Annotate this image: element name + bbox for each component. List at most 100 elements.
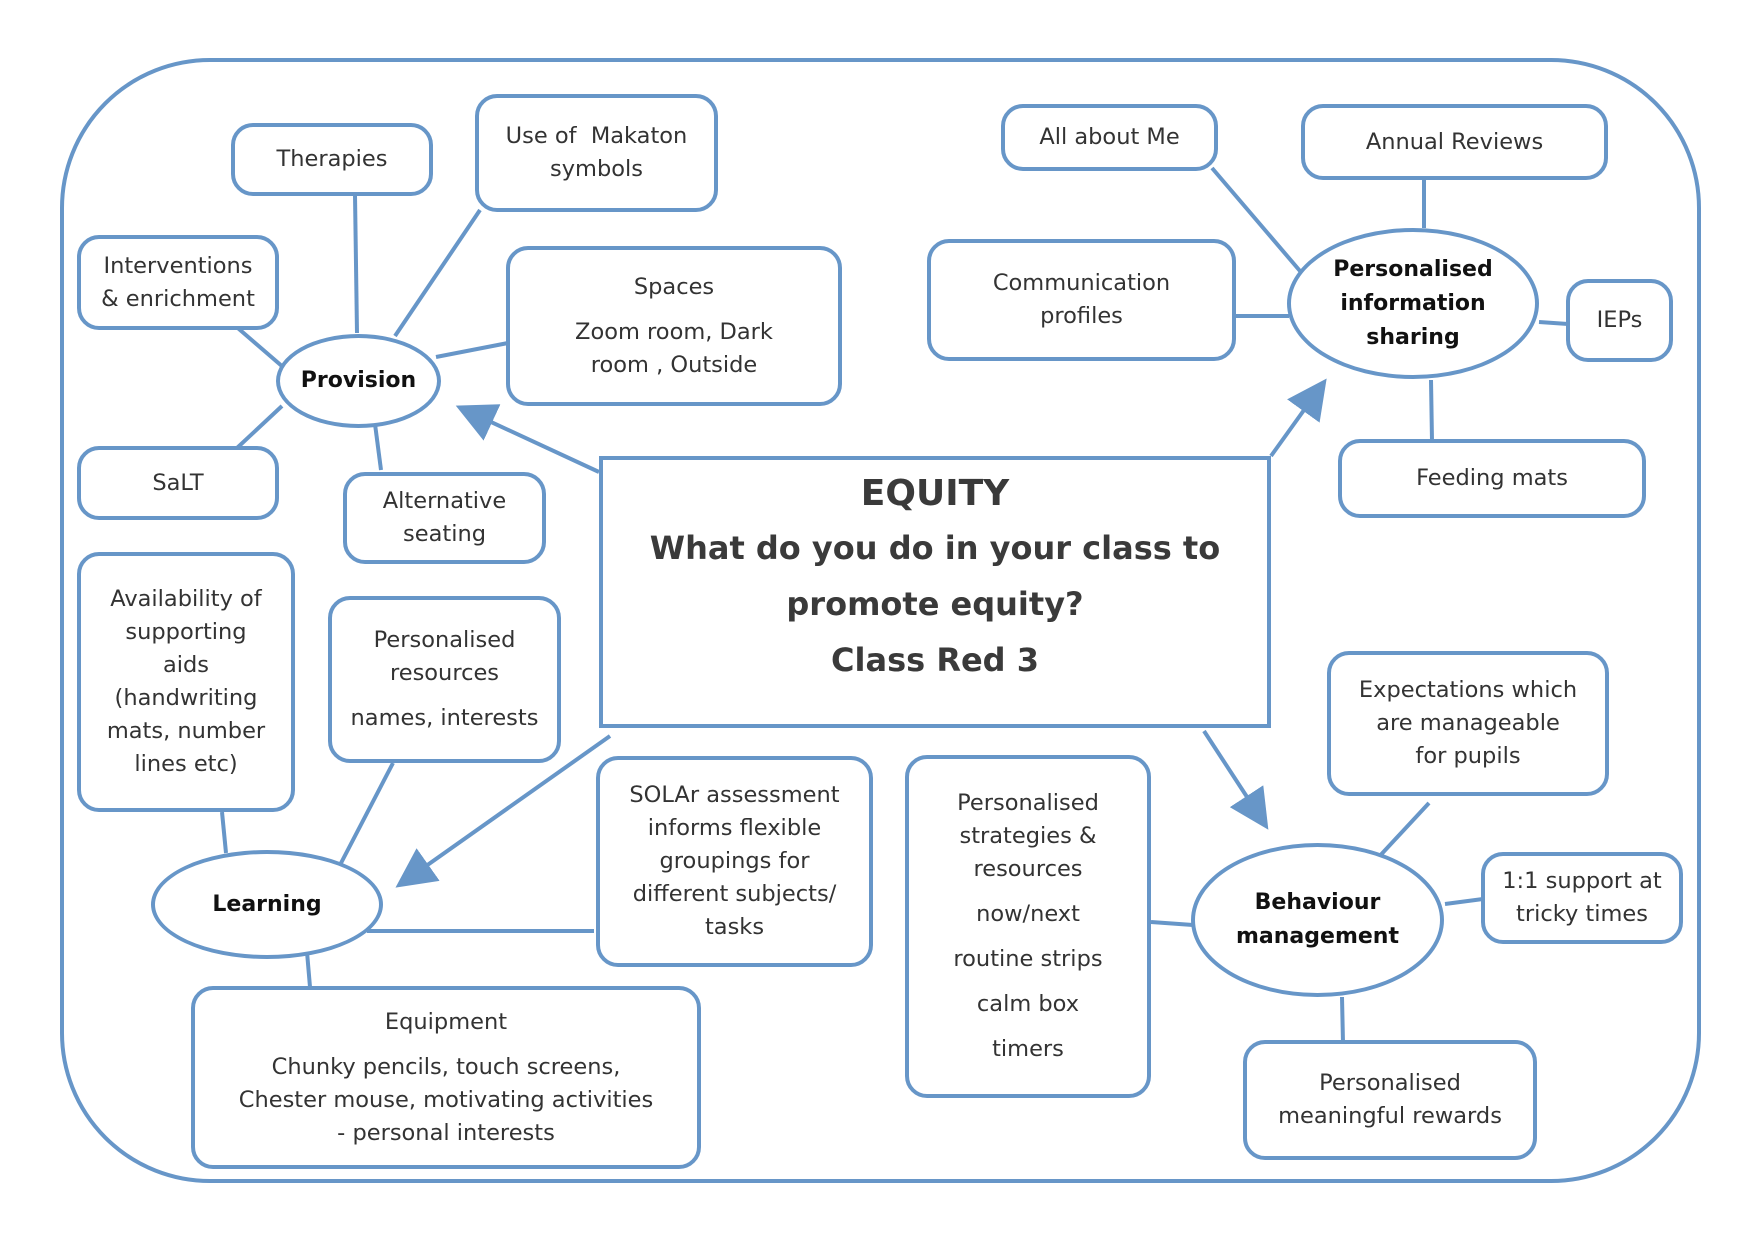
communication-line1: Communication (992, 270, 1171, 296)
strategies-line1: Personalised (957, 790, 1099, 816)
link-aids (220, 811, 228, 854)
arrow-to-behaviour (1202, 729, 1269, 830)
resources-detail: names, interests (350, 705, 539, 731)
seating-line1: Alternative (382, 488, 507, 514)
box-ieps: IEPs (1566, 279, 1673, 362)
rewards-line2: meaningful rewards (1278, 1103, 1502, 1129)
strategies-line3: resources (973, 856, 1083, 882)
communication-line2: profiles (1040, 303, 1123, 329)
hub-provision-label: Provision (300, 368, 417, 393)
link-feeding (1429, 379, 1434, 442)
solar-line5: tasks (704, 914, 765, 940)
interventions-line1: Interventions (103, 252, 253, 279)
box-expectations: Expectations which are manageable for pu… (1327, 651, 1609, 796)
aids-line6: lines etc) (134, 751, 238, 777)
arrow-to-learning (395, 734, 612, 888)
rewards-line1: Personalised (1319, 1070, 1461, 1096)
strategy-calm-box: calm box (976, 991, 1080, 1017)
box-therapies: Therapies (231, 123, 433, 196)
spaces-title: Spaces (633, 273, 715, 300)
hub-info-sharing: Personalised information sharing (1287, 228, 1539, 379)
box-all-about-me: All about Me (1001, 104, 1218, 171)
link-therapies (353, 194, 359, 334)
aids-line4: (handwriting (114, 685, 258, 711)
link-ieps (1538, 320, 1569, 326)
box-one-to-one-support: 1:1 support at tricky times (1481, 852, 1683, 944)
strategy-routine-strips: routine strips (953, 946, 1103, 972)
hub-behaviour-line2: management (1236, 924, 1399, 949)
resources-line2: resources (389, 660, 500, 686)
link-support (1444, 897, 1484, 906)
hub-behaviour: Behaviour management (1191, 843, 1444, 997)
interventions-line2: & enrichment (101, 285, 255, 312)
spaces-line2: room , Outside (590, 351, 758, 378)
aids-line3: aids (162, 652, 210, 678)
aids-line2: supporting (125, 619, 247, 645)
box-personalised-strategies: Personalised strategies & resources now/… (905, 755, 1151, 1098)
resources-line1: Personalised (373, 627, 516, 653)
aids-line1: Availability of (110, 586, 262, 612)
link-interventions (230, 321, 285, 369)
hub-info-line2: information (1340, 290, 1486, 316)
feeding-label: Feeding mats (1416, 465, 1568, 491)
hub-behaviour-line1: Behaviour (1254, 890, 1381, 915)
outer-frame (60, 58, 1701, 1183)
box-personalised-resources: Personalised resources names, interests (328, 596, 561, 763)
link-strategies (1150, 920, 1194, 927)
hub-learning-label: Learning (212, 891, 322, 917)
therapies-label: Therapies (276, 146, 388, 172)
hub-learning: Learning (151, 850, 383, 959)
box-communication-profiles: Communication profiles (927, 239, 1236, 361)
link-expectations (1374, 801, 1431, 862)
aids-line5: mats, number (106, 718, 266, 744)
box-supporting-aids: Availability of supporting aids (handwri… (77, 552, 295, 812)
central-question-box: EQUITY What do you do in your class to p… (599, 456, 1271, 728)
spaces-line1: Zoom room, Dark (575, 318, 773, 345)
link-spaces (435, 341, 509, 359)
makaton-line1: Use of Makaton (505, 123, 688, 149)
expectations-line1: Expectations which (1358, 677, 1578, 703)
annual-reviews-label: Annual Reviews (1365, 128, 1544, 155)
box-interventions: Interventions & enrichment (77, 235, 279, 330)
makaton-line2: symbols (550, 156, 643, 182)
box-annual-reviews: Annual Reviews (1301, 104, 1608, 180)
box-solar-assessment: SOLAr assessment informs flexible groupi… (596, 756, 873, 967)
solar-line4: different subjects/ (632, 881, 837, 907)
box-rewards: Personalised meaningful rewards (1243, 1040, 1537, 1160)
link-all-about-me (1210, 166, 1302, 273)
strategy-timers: timers (992, 1036, 1064, 1062)
box-feeding-mats: Feeding mats (1338, 439, 1646, 518)
hub-info-line3: sharing (1366, 324, 1460, 350)
hub-provision: Provision (276, 334, 441, 428)
box-seating: Alternative seating (343, 472, 546, 564)
strategy-now-next: now/next (976, 901, 1080, 927)
box-equipment: Equipment Chunky pencils, touch screens,… (191, 986, 701, 1169)
equipment-title: Equipment (384, 1008, 508, 1035)
solar-line3: groupings for (659, 848, 810, 874)
link-makaton (393, 208, 482, 338)
equipment-line1: Chunky pencils, touch screens, (271, 1053, 621, 1080)
seating-line2: seating (403, 521, 486, 547)
center-class-name: Class Red 3 (831, 641, 1039, 679)
ieps-label: IEPs (1596, 307, 1643, 333)
all-about-me-label: All about Me (1039, 124, 1180, 150)
hub-info-line1: Personalised (1333, 256, 1493, 282)
salt-label: SaLT (152, 469, 204, 496)
link-resources (338, 762, 395, 866)
equipment-line2: Chester mouse, motivating activities (238, 1086, 654, 1113)
box-spaces: Spaces Zoom room, Dark room , Outside (506, 246, 842, 406)
link-rewards (1340, 996, 1345, 1044)
link-salt (235, 404, 284, 450)
arrow-to-provision (455, 404, 600, 474)
solar-line2: informs flexible (647, 815, 822, 841)
link-seating (373, 423, 383, 471)
arrow-to-info-sharing (1269, 378, 1327, 458)
support-line2: tricky times (1516, 901, 1648, 927)
center-question-line1: What do you do in your class to (649, 529, 1221, 567)
expectations-line3: for pupils (1415, 743, 1521, 769)
box-salt: SaLT (77, 446, 279, 520)
solar-line1: SOLAr assessment (629, 782, 840, 808)
center-title: EQUITY (860, 473, 1010, 514)
equipment-line3: - personal interests (337, 1119, 555, 1146)
expectations-line2: are manageable (1376, 710, 1560, 736)
